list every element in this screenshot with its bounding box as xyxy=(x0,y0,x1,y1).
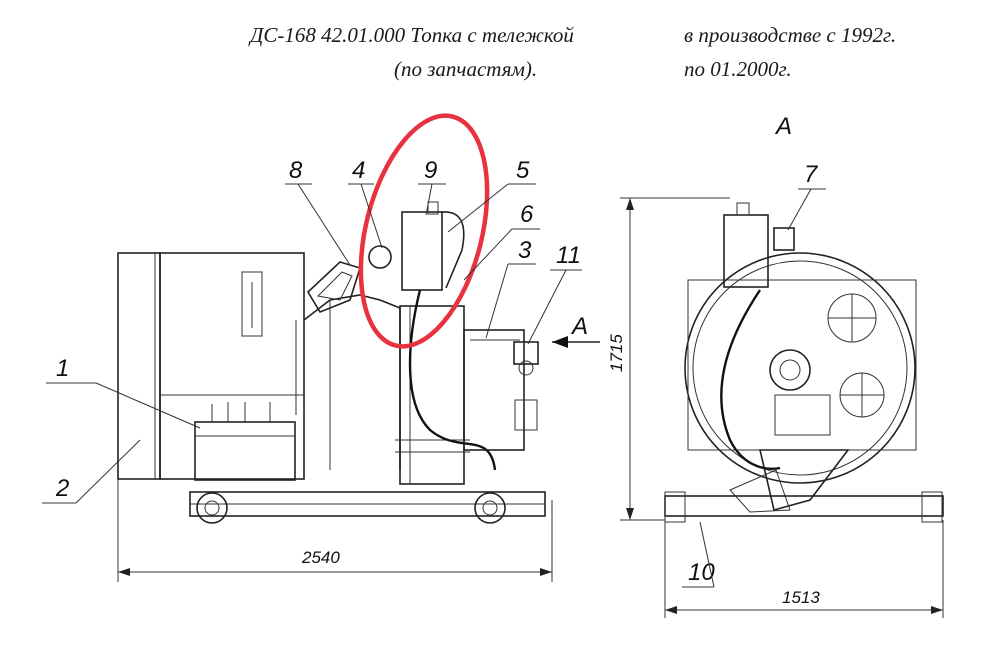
ash-box xyxy=(194,421,296,481)
rear-block xyxy=(463,329,525,451)
callout-7: 7 xyxy=(804,161,819,188)
control-unit xyxy=(773,227,795,251)
callouts-view-a: 7 10 xyxy=(682,161,826,588)
valve-fitting xyxy=(513,341,539,365)
production-period-line2: по 01.2000г. xyxy=(684,57,792,81)
drum-outline xyxy=(684,252,916,484)
highlight-ellipse xyxy=(358,113,490,349)
furnace-body xyxy=(159,252,305,480)
side-view: 2540 xyxy=(117,201,553,582)
production-period-line1: в производстве с 1992г. xyxy=(684,23,896,47)
view-a: A 1715 xyxy=(607,113,944,618)
base-frame-view-a xyxy=(664,495,944,517)
callout-6: 6 xyxy=(520,201,534,228)
front-housing xyxy=(117,252,161,480)
view-a-label: A xyxy=(774,113,792,140)
section-arrow-label: A xyxy=(570,313,588,340)
section-arrow-a: A xyxy=(552,313,600,348)
drum-housing xyxy=(687,279,917,451)
drawing-title-line2: (по запчастям). xyxy=(394,57,537,81)
callout-5: 5 xyxy=(516,157,530,184)
fuel-hose-view-a xyxy=(720,289,781,470)
callout-2: 2 xyxy=(55,475,69,502)
callout-11: 11 xyxy=(556,242,581,269)
dimension-length: 2540 xyxy=(301,548,340,567)
callout-1: 1 xyxy=(56,355,69,382)
front-wheel xyxy=(196,492,228,524)
callout-9: 9 xyxy=(424,157,437,184)
center-burner xyxy=(769,349,811,391)
burner-assembly xyxy=(306,261,362,313)
dimension-width: 1513 xyxy=(782,588,820,607)
callout-3: 3 xyxy=(518,237,532,264)
dimension-height: 1715 xyxy=(607,334,626,372)
callouts-side: 8 4 9 5 6 3 11 1 2 xyxy=(42,157,582,504)
callout-8: 8 xyxy=(289,157,303,184)
drawing-title-line1: ДС-168 42.01.000 Топка с тележкой xyxy=(248,23,574,47)
rear-wheel xyxy=(474,492,506,524)
fuel-hose xyxy=(408,289,497,471)
callout-4: 4 xyxy=(352,157,365,184)
discharge-chute xyxy=(758,449,850,511)
inspection-window xyxy=(241,271,263,337)
fuel-tank xyxy=(401,211,443,291)
pressure-gauge xyxy=(368,245,392,269)
